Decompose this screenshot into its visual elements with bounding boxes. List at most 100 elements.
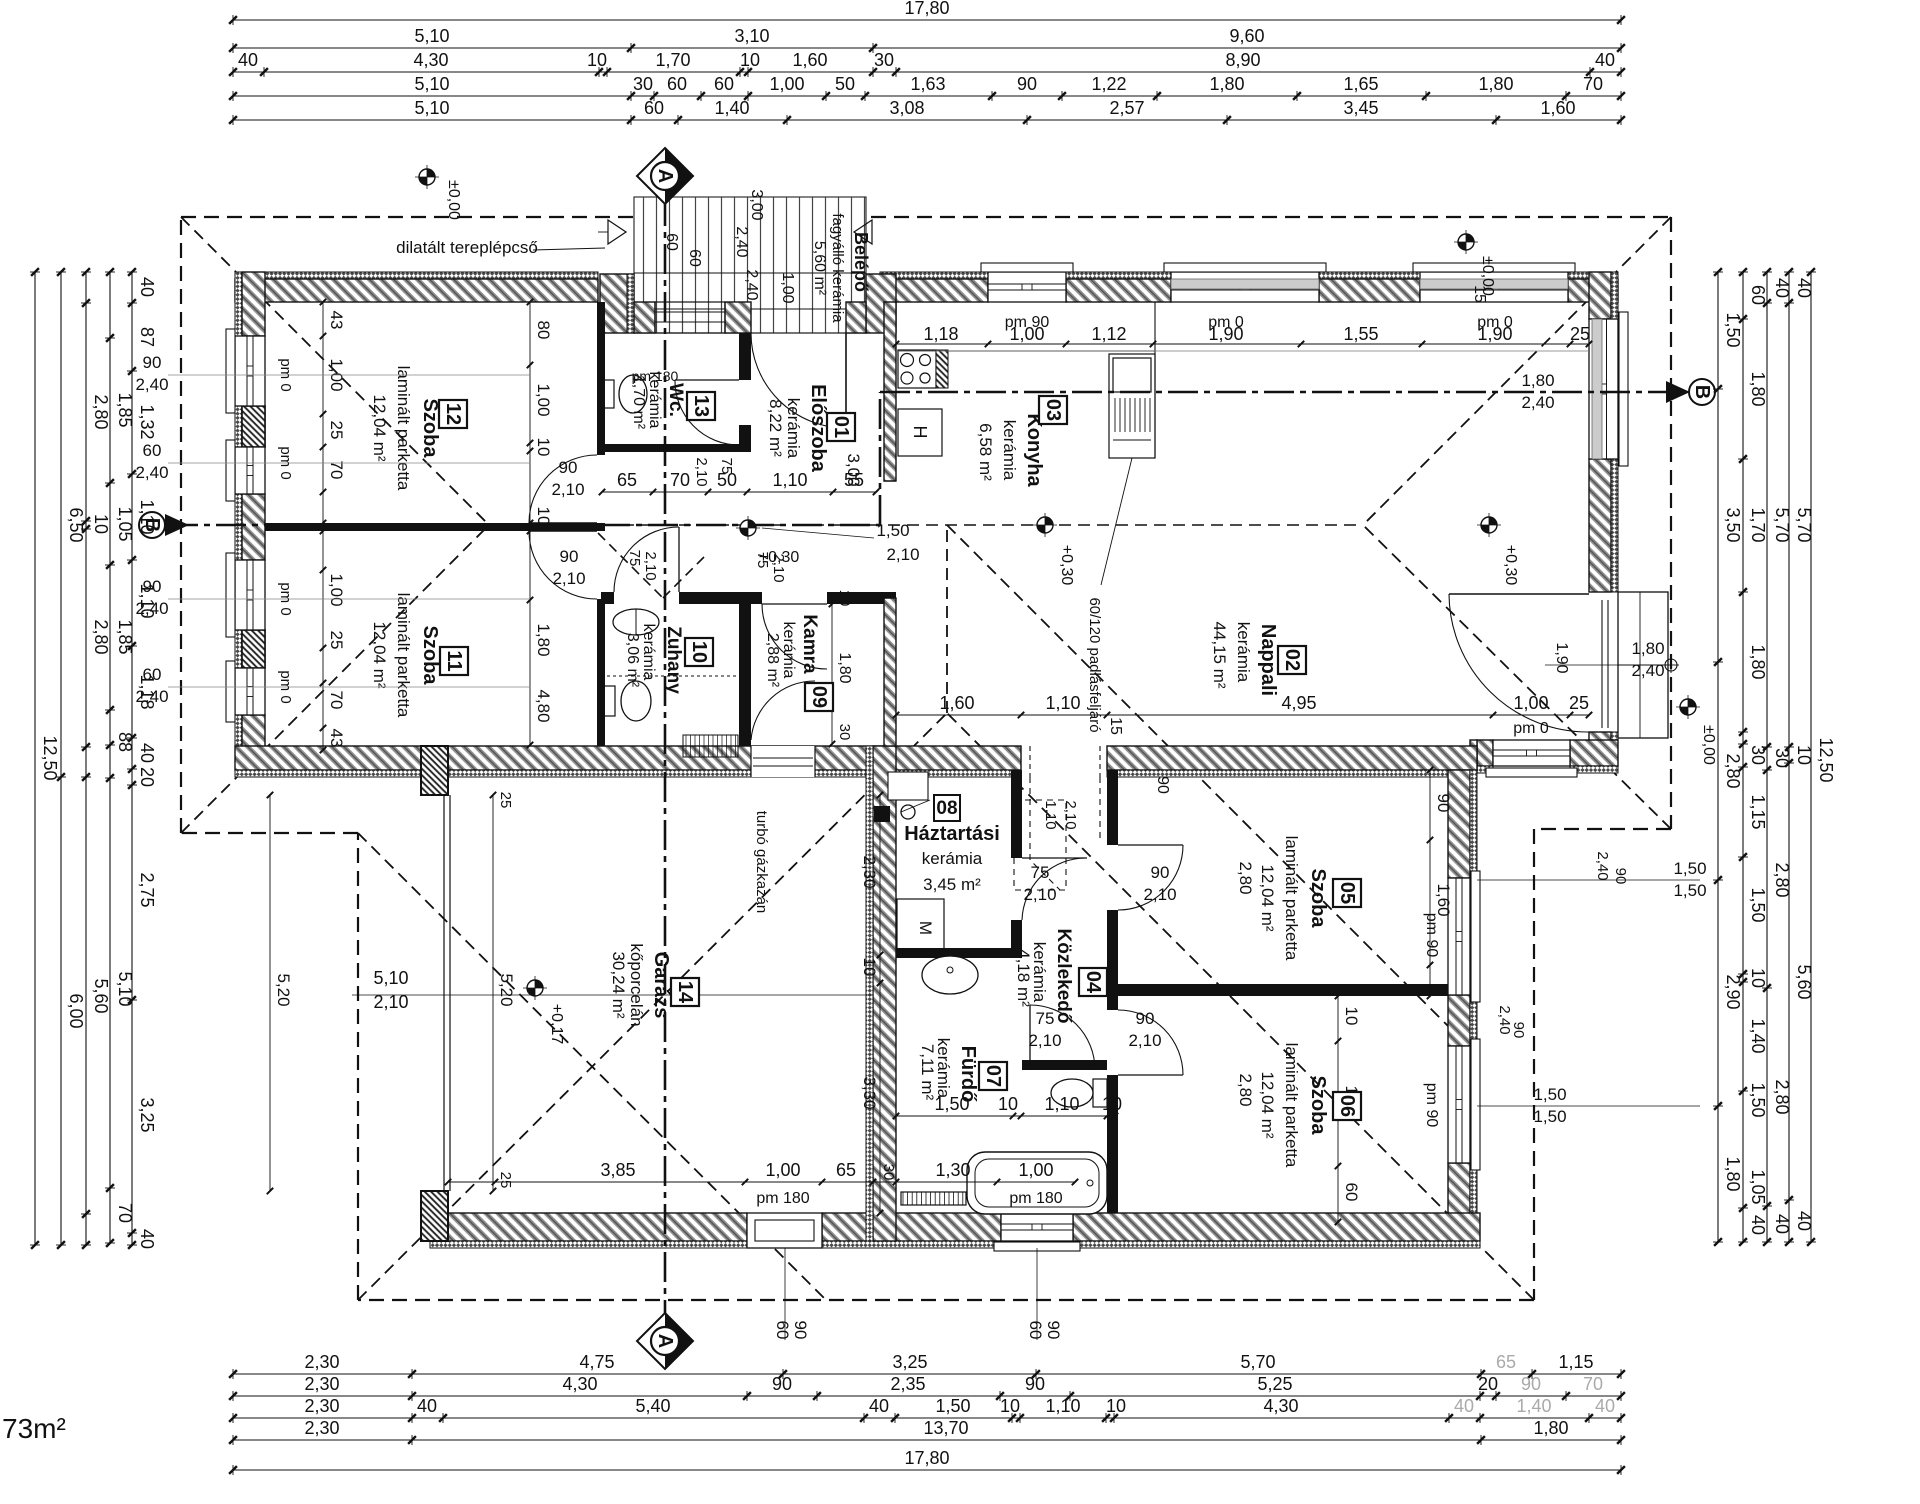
svg-text:4,75: 4,75 bbox=[579, 1352, 614, 1372]
svg-text:87: 87 bbox=[137, 327, 157, 347]
svg-text:3,45 m²: 3,45 m² bbox=[923, 875, 981, 894]
svg-text:4,30: 4,30 bbox=[413, 50, 448, 70]
svg-text:Előszoba: Előszoba bbox=[807, 384, 829, 473]
svg-text:1,65: 1,65 bbox=[1343, 74, 1378, 94]
svg-text:40: 40 bbox=[869, 1396, 889, 1416]
svg-text:10: 10 bbox=[836, 590, 853, 607]
svg-text:pm 0: pm 0 bbox=[1208, 314, 1244, 331]
svg-text:4,30: 4,30 bbox=[562, 1374, 597, 1394]
svg-text:44,15 m²: 44,15 m² bbox=[1210, 621, 1229, 688]
svg-text:3,85: 3,85 bbox=[600, 1160, 635, 1180]
svg-text:10: 10 bbox=[587, 50, 607, 70]
svg-text:1,22: 1,22 bbox=[1091, 74, 1126, 94]
svg-text:90: 90 bbox=[1612, 868, 1629, 885]
svg-text:10: 10 bbox=[860, 958, 879, 977]
svg-text:3,08: 3,08 bbox=[889, 98, 924, 118]
svg-text:60: 60 bbox=[663, 233, 680, 251]
svg-text:2,10: 2,10 bbox=[1028, 1031, 1061, 1050]
svg-text:10: 10 bbox=[1102, 1094, 1122, 1114]
svg-text:10: 10 bbox=[998, 1094, 1018, 1114]
svg-text:25: 25 bbox=[327, 631, 346, 650]
svg-text:30: 30 bbox=[874, 50, 894, 70]
svg-text:+0,30: +0,30 bbox=[1502, 545, 1519, 586]
svg-text:1,80: 1,80 bbox=[1209, 74, 1244, 94]
svg-text:2,40: 2,40 bbox=[1631, 661, 1664, 680]
svg-text:1,00: 1,00 bbox=[1018, 1160, 1053, 1180]
svg-text:65: 65 bbox=[617, 470, 637, 490]
svg-text:70: 70 bbox=[327, 461, 346, 480]
svg-text:12: 12 bbox=[442, 403, 464, 425]
svg-text:pm 0: pm 0 bbox=[277, 446, 294, 479]
svg-text:1,60: 1,60 bbox=[792, 50, 827, 70]
svg-text:90: 90 bbox=[1510, 1022, 1527, 1039]
svg-text:10: 10 bbox=[534, 507, 553, 526]
svg-text:1,50: 1,50 bbox=[1673, 881, 1706, 900]
svg-text:2,10: 2,10 bbox=[642, 551, 659, 580]
svg-text:25: 25 bbox=[1569, 693, 1589, 713]
svg-text:1,50: 1,50 bbox=[1748, 1082, 1768, 1117]
svg-text:05: 05 bbox=[1336, 882, 1358, 904]
svg-text:B: B bbox=[141, 518, 163, 532]
svg-text:5,60: 5,60 bbox=[91, 978, 111, 1013]
svg-text:Kamra: Kamra bbox=[799, 614, 820, 674]
svg-text:5,60 m²: 5,60 m² bbox=[811, 241, 828, 296]
svg-text:5,20: 5,20 bbox=[274, 973, 293, 1006]
svg-text:43: 43 bbox=[327, 729, 346, 748]
svg-text:60: 60 bbox=[143, 665, 162, 684]
svg-text:65: 65 bbox=[836, 1160, 856, 1180]
svg-text:40: 40 bbox=[238, 50, 258, 70]
svg-text:Szoba: Szoba bbox=[419, 626, 441, 686]
svg-text:40: 40 bbox=[137, 743, 157, 763]
svg-text:turbó gázkazán: turbó gázkazán bbox=[753, 811, 770, 914]
svg-text:1,50: 1,50 bbox=[1533, 1085, 1566, 1104]
svg-text:Szoba: Szoba bbox=[1307, 869, 1329, 929]
svg-text:2,40: 2,40 bbox=[1496, 1005, 1513, 1034]
svg-text:75: 75 bbox=[754, 552, 771, 569]
svg-text:1,80: 1,80 bbox=[836, 652, 853, 683]
svg-text:2,88 m²: 2,88 m² bbox=[764, 633, 781, 688]
svg-text:2,40: 2,40 bbox=[135, 375, 168, 394]
svg-text:12,04 m²: 12,04 m² bbox=[370, 621, 389, 688]
svg-text:2,10: 2,10 bbox=[552, 569, 585, 588]
svg-text:80: 80 bbox=[534, 321, 553, 340]
svg-text:1,50: 1,50 bbox=[934, 1094, 969, 1114]
svg-text:90: 90 bbox=[559, 458, 578, 477]
svg-text:5,20: 5,20 bbox=[497, 973, 516, 1006]
svg-text:1,05: 1,05 bbox=[1748, 1169, 1768, 1204]
svg-text:40: 40 bbox=[417, 1396, 437, 1416]
svg-text:90: 90 bbox=[791, 1321, 810, 1340]
svg-text:3,25: 3,25 bbox=[892, 1352, 927, 1372]
svg-text:50: 50 bbox=[717, 470, 737, 490]
svg-text:1,00: 1,00 bbox=[327, 573, 346, 606]
svg-text:4,95: 4,95 bbox=[1281, 693, 1316, 713]
svg-text:1,55: 1,55 bbox=[1343, 324, 1378, 344]
svg-text:Szoba: Szoba bbox=[419, 399, 441, 459]
svg-text:1,80: 1,80 bbox=[1723, 1156, 1743, 1191]
svg-text:25: 25 bbox=[327, 421, 346, 440]
svg-text:2,10: 2,10 bbox=[1023, 885, 1056, 904]
svg-text:5,10: 5,10 bbox=[414, 74, 449, 94]
svg-text:1,00: 1,00 bbox=[1009, 324, 1044, 344]
svg-text:90: 90 bbox=[1136, 1009, 1155, 1028]
svg-text:1,60: 1,60 bbox=[1434, 883, 1453, 916]
svg-text:Háztartási: Háztartási bbox=[904, 823, 1000, 845]
svg-text:2,80: 2,80 bbox=[1236, 861, 1255, 894]
svg-text:10: 10 bbox=[534, 438, 553, 457]
svg-text:1,00: 1,00 bbox=[769, 74, 804, 94]
svg-text:3,00: 3,00 bbox=[748, 189, 765, 220]
svg-text:60: 60 bbox=[1026, 1321, 1045, 1340]
svg-text:+0,30: +0,30 bbox=[1058, 545, 1075, 586]
svg-text:07: 07 bbox=[982, 1065, 1004, 1087]
svg-text:laminált parketta: laminált parketta bbox=[394, 593, 413, 718]
svg-text:±0,00: ±0,00 bbox=[1700, 725, 1717, 765]
svg-text:1,50: 1,50 bbox=[1748, 887, 1768, 922]
svg-text:43: 43 bbox=[327, 311, 346, 330]
svg-text:2,80: 2,80 bbox=[91, 394, 111, 429]
svg-text:20: 20 bbox=[137, 767, 157, 787]
svg-text:5,60: 5,60 bbox=[1794, 964, 1814, 999]
svg-text:88: 88 bbox=[115, 732, 135, 752]
svg-text:1,50: 1,50 bbox=[1533, 1107, 1566, 1126]
svg-text:75: 75 bbox=[718, 458, 735, 475]
svg-text:3,45: 3,45 bbox=[1343, 98, 1378, 118]
svg-text:1,10: 1,10 bbox=[137, 583, 157, 618]
